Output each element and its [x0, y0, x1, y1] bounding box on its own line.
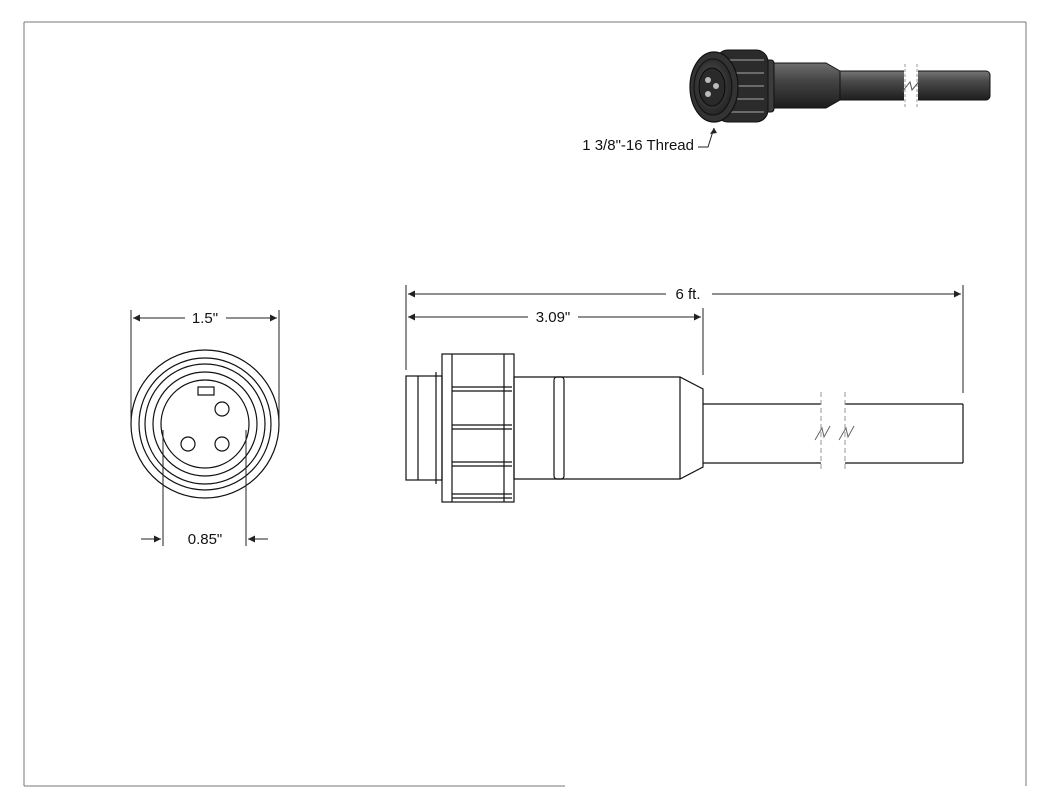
sheet-border	[23, 21, 1027, 787]
thread-callout-leader	[698, 127, 717, 148]
cable-break-lines	[814, 392, 855, 472]
thread-callout-label: 1 3/8"-16 Thread	[582, 137, 694, 154]
dim-overall-length-label: 6 ft.	[675, 286, 700, 303]
side-view	[405, 353, 964, 503]
dim-insert-width	[141, 430, 268, 546]
dim-insert-width-label: 0.85"	[188, 531, 223, 548]
dim-outer-diameter-label: 1.5"	[192, 310, 218, 327]
dim-connector-length	[408, 308, 704, 375]
dim-connector-length-label: 3.09"	[536, 309, 571, 326]
dim-outer-diameter	[130, 310, 280, 420]
front-view	[130, 349, 280, 499]
connector-render	[689, 49, 991, 123]
dim-overall-length	[405, 285, 964, 393]
